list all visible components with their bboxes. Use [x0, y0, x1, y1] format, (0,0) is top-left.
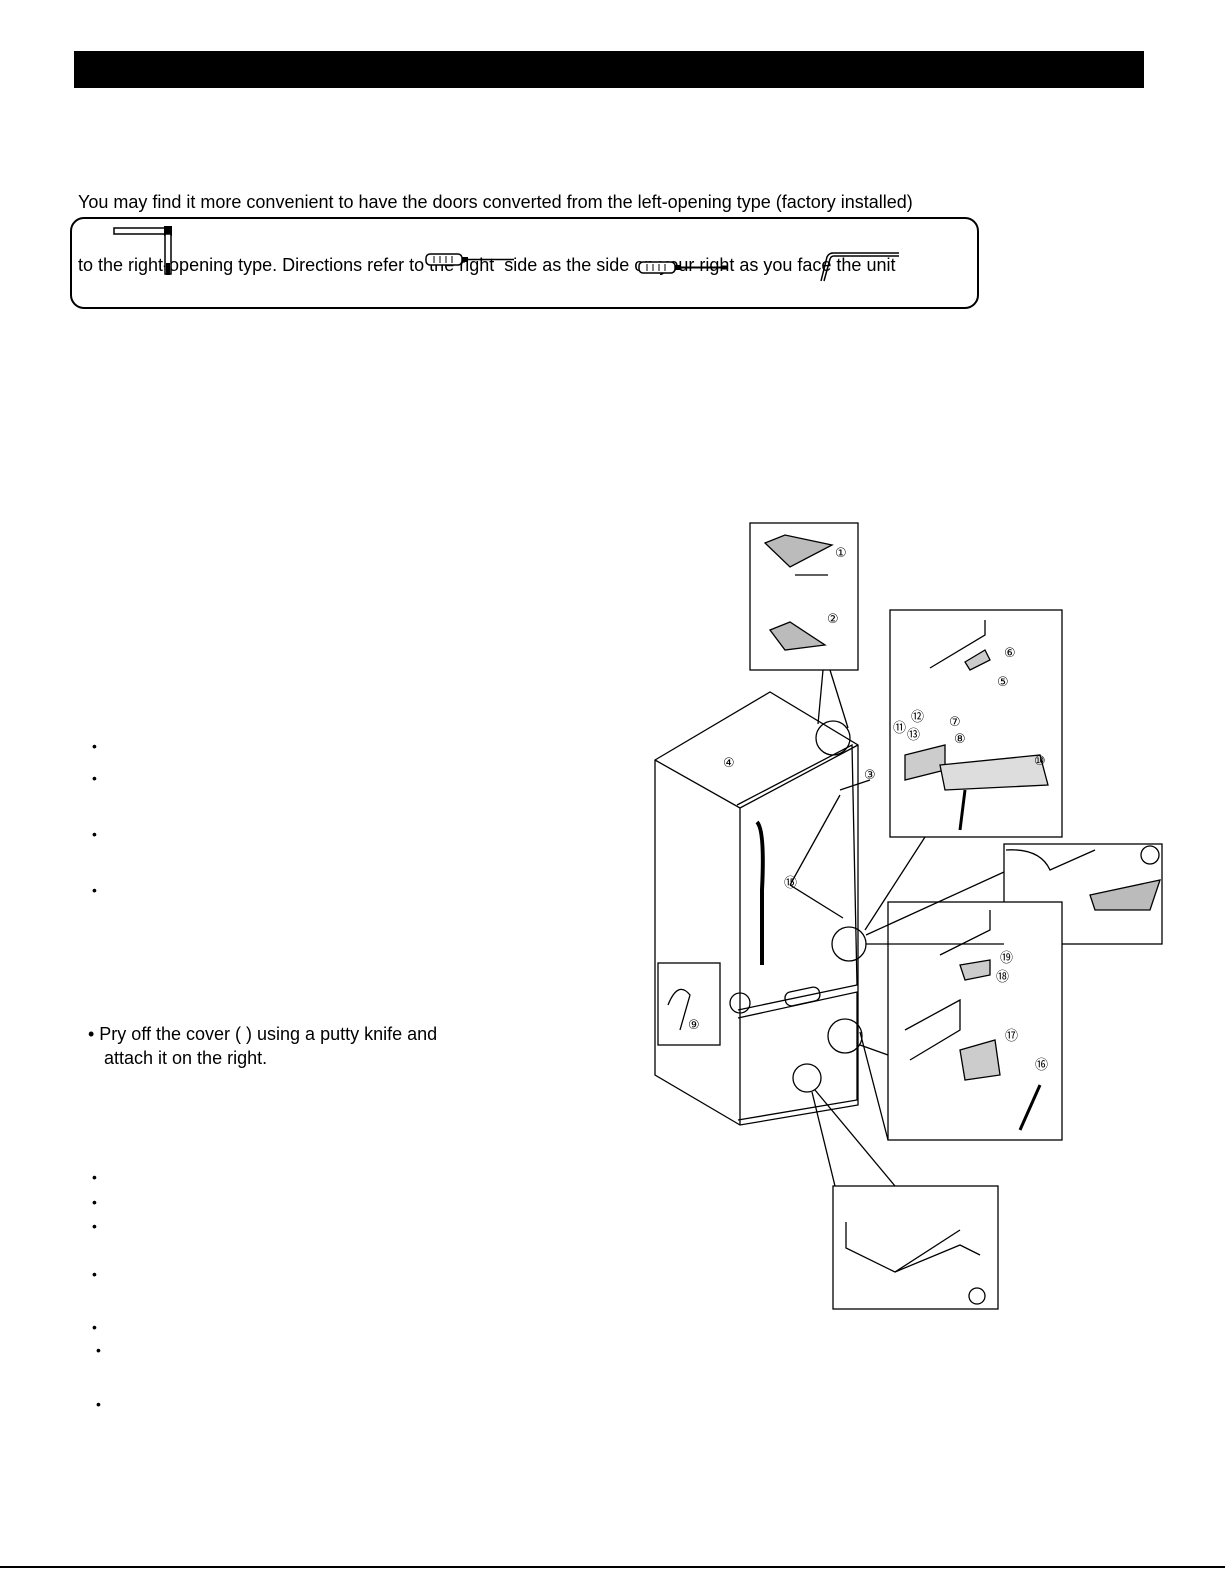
phillips-screwdriver-icon	[425, 253, 514, 266]
callout-11: ⑪	[893, 721, 906, 736]
callout-15: ⑮	[784, 876, 797, 891]
tools-required-box	[70, 217, 979, 309]
callout-5: ⑤	[997, 675, 1009, 690]
step-instruction: • Pry off the cover ( ) using a putty kn…	[88, 1022, 437, 1070]
callout-7: ⑦	[949, 715, 961, 730]
section-title-bar	[74, 51, 1144, 88]
callout-8: ⑧	[954, 732, 966, 747]
callout-1: ①	[835, 546, 847, 561]
socket-wrench-icon	[113, 226, 172, 275]
list-bullet: •	[92, 770, 97, 786]
flat-screwdriver-icon	[638, 261, 727, 274]
callout-17: ⑰	[1005, 1029, 1018, 1044]
list-bullet: •	[92, 1266, 97, 1282]
list-bullet: •	[92, 1218, 97, 1234]
step-line-1: • Pry off the cover ( ) using a putty kn…	[88, 1024, 438, 1044]
callout-10: ⑩	[1034, 754, 1046, 769]
list-bullet: •	[92, 826, 97, 842]
callout-4: ④	[723, 756, 735, 771]
callout-9: ⑨	[688, 1018, 700, 1033]
list-bullet: •	[92, 1194, 97, 1210]
step-line-2: attach it on the right.	[104, 1048, 268, 1068]
list-bullet: •	[92, 882, 97, 898]
hex-key-icon	[820, 252, 899, 282]
page-bottom-rule	[0, 1566, 1225, 1568]
intro-line-1: You may find it more convenient to have …	[78, 192, 913, 212]
list-bullet: •	[96, 1342, 101, 1358]
callout-16: ⑯	[1035, 1058, 1048, 1073]
callout-6: ⑥	[1004, 646, 1016, 661]
list-bullet: •	[96, 1396, 101, 1412]
list-bullet: •	[92, 738, 97, 754]
door-reversal-diagram: ① ② ③ ④ ⑤ ⑥ ⑦ ⑧ ⑨ ⑩ ⑪ ⑫ ⑬ ⑮ ⑯ ⑰ ⑱ ⑲	[654, 522, 1163, 1310]
list-bullet: •	[92, 1319, 97, 1335]
callout-13: ⑬	[907, 728, 920, 743]
callout-12: ⑫	[911, 710, 924, 725]
callout-18: ⑱	[996, 970, 1009, 985]
callout-2: ②	[827, 612, 839, 627]
list-bullet: •	[92, 1169, 97, 1185]
callout-19: ⑲	[1000, 951, 1013, 966]
callout-3: ③	[864, 768, 876, 783]
